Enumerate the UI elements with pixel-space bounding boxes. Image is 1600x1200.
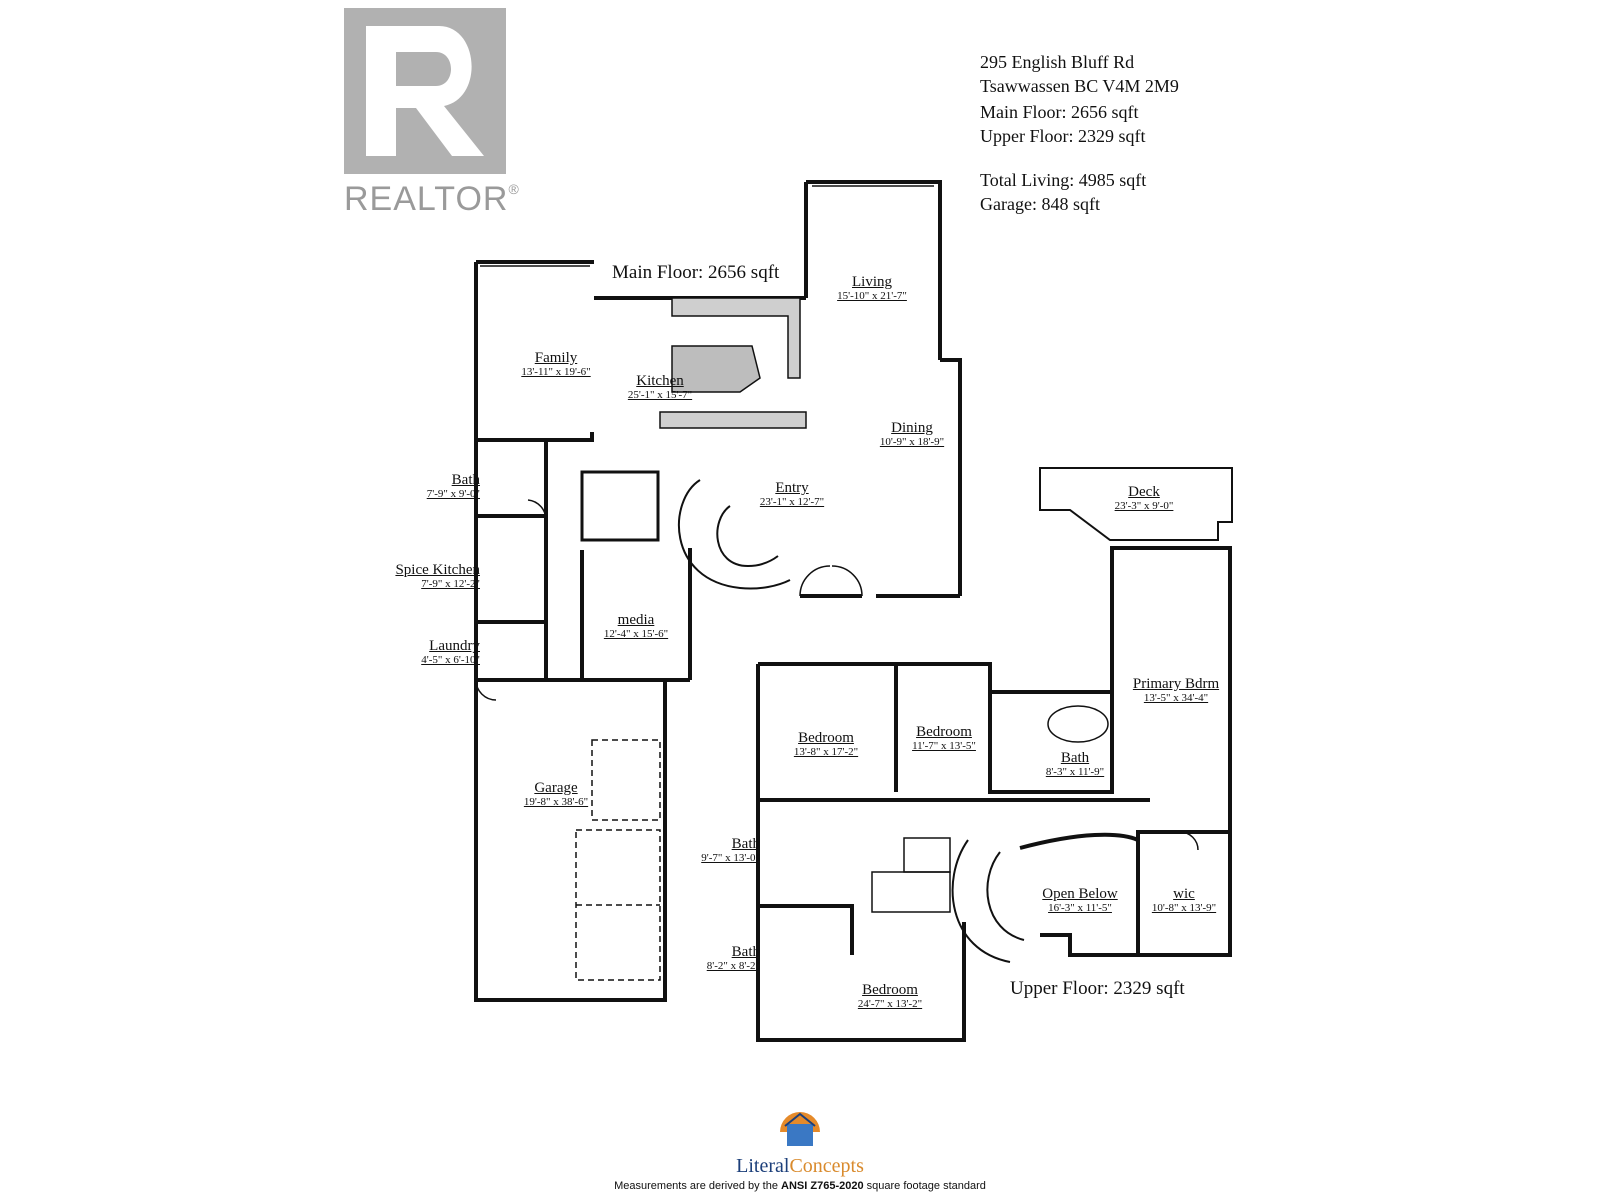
kitchen-island bbox=[671, 345, 761, 393]
upper-floor-area: Upper Floor: 2329 sqft bbox=[980, 126, 1146, 146]
garage-walls bbox=[474, 680, 667, 1002]
wic-door-arc bbox=[1179, 831, 1199, 851]
primary-tub bbox=[1047, 705, 1109, 743]
stair-box bbox=[580, 470, 660, 542]
garage-area: Garage: 848 sqft bbox=[980, 194, 1100, 214]
entry-double-door bbox=[799, 565, 863, 597]
garage-side-door bbox=[475, 679, 497, 701]
total-living-area: Total Living: 4985 sqft bbox=[980, 170, 1147, 190]
living-walls bbox=[806, 180, 942, 360]
address-line2: Tsawwassen BC V4M 2M9 bbox=[980, 76, 1179, 96]
realtor-logo: REALTOR® bbox=[344, 8, 519, 218]
upper-outer-wall bbox=[758, 546, 1232, 832]
literal-concepts-icon bbox=[780, 1112, 820, 1146]
deck-outline bbox=[1039, 467, 1233, 541]
garage-door-2 bbox=[575, 829, 661, 981]
upper-spiral-stair bbox=[951, 839, 1025, 963]
open-below-walls bbox=[1019, 832, 1140, 957]
kitchen-counter-top bbox=[671, 297, 801, 379]
garage-door-1 bbox=[591, 739, 661, 821]
address-line1: 295 English Bluff Rd bbox=[980, 52, 1135, 72]
main-floor-area: Main Floor: 2656 sqft bbox=[980, 102, 1139, 122]
literal-concepts-logo: LiteralConcepts bbox=[690, 1102, 910, 1192]
literal-concepts-wordmark: LiteralConcepts bbox=[736, 1155, 864, 1177]
realtor-wordmark: REALTOR® bbox=[344, 180, 520, 218]
upper-bath2-wall bbox=[758, 904, 854, 955]
upper-floor-title: Upper Floor: 2329 sqft bbox=[1010, 978, 1185, 999]
measurement-footnote: Measurements are derived by the ANSI Z76… bbox=[614, 1180, 986, 1192]
main-spiral-stair bbox=[678, 479, 791, 590]
upper-bedroom-wall bbox=[756, 664, 966, 1042]
property-info: 295 English Bluff Rd Tsawwassen BC V4M 2… bbox=[980, 50, 1400, 216]
bath-door-arc bbox=[527, 499, 547, 521]
dining-right-wall bbox=[940, 358, 962, 596]
main-floor-title: Main Floor: 2656 sqft bbox=[612, 262, 780, 283]
family-walls bbox=[474, 262, 594, 442]
upper-straight-stair bbox=[871, 837, 951, 913]
realtor-r-icon bbox=[344, 8, 506, 174]
kitchen-counter-bottom bbox=[659, 411, 807, 429]
